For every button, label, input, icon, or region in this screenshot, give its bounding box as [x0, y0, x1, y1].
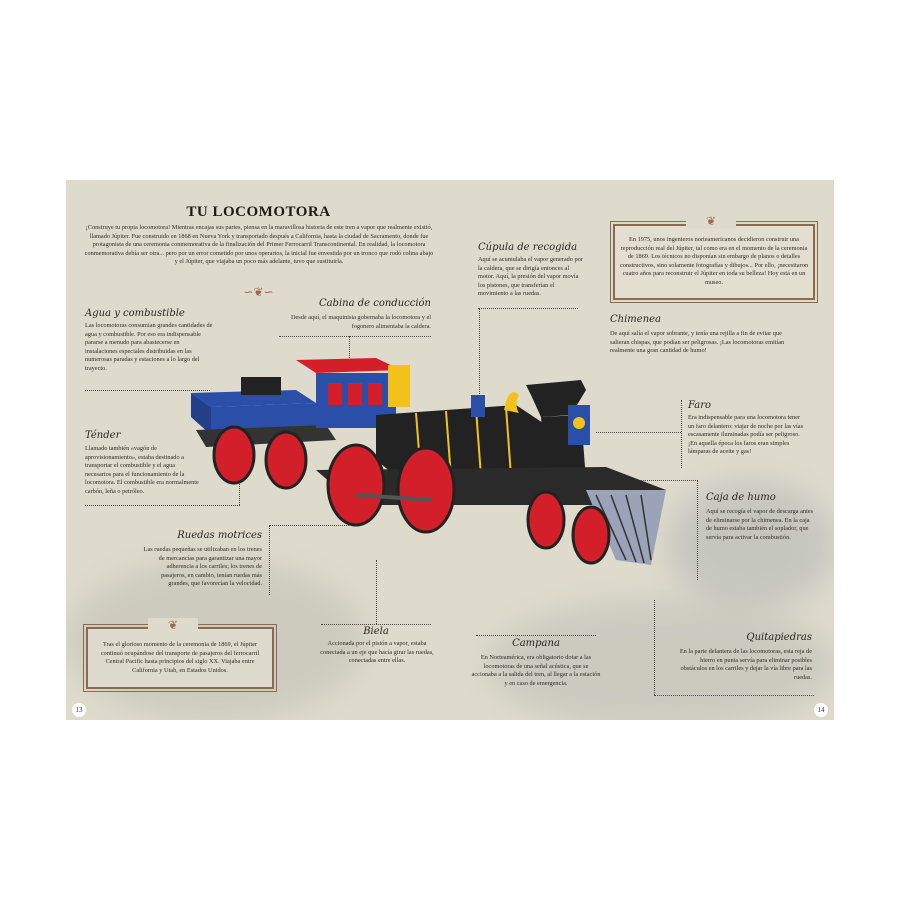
- bell: [504, 392, 519, 413]
- ornament-icon: ❦: [686, 214, 736, 229]
- info-box-left: Tras el glorioso momento de la ceremonia…: [83, 623, 277, 693]
- heading-chimenea: Chimenea: [610, 314, 662, 325]
- text-cupula: Aquí se acumulaba el vapor generado por …: [478, 256, 583, 298]
- tender-deck: [191, 390, 316, 407]
- ornament-icon: ∽❦∽: [243, 285, 274, 299]
- heading-faro: Faro: [688, 400, 712, 411]
- page-number-left: 13: [72, 703, 86, 717]
- intro-text: ¡Construye tu propia locomotora! Mientra…: [84, 224, 434, 266]
- steam-dome: [471, 395, 485, 417]
- page-number-right: 14: [814, 703, 828, 717]
- cowcatcher: [586, 490, 666, 565]
- heading-quitapiedras: Quitapiedras: [746, 632, 812, 643]
- heading-biela: Biela: [363, 626, 389, 637]
- heading-ruedas: Ruedas motrices: [177, 530, 262, 541]
- heading-cabina: Cabina de conducción: [318, 298, 431, 309]
- ornament-icon: ❦: [148, 618, 198, 633]
- text-faro: Era indispensable para una locomotora te…: [688, 414, 804, 456]
- text-campana: En Norteamérica, era obligatorio dotar a…: [471, 654, 601, 687]
- info-box-right: En 1975, unos ingenieros norteamericanos…: [610, 221, 818, 303]
- text-biela: Accionada por el pistón a vapor, estaba …: [320, 640, 434, 665]
- text-ruedas: Las ruedas pequeñas se utilizaban en los…: [143, 546, 262, 588]
- text-caja: Aquí se recogía el vapor de descarga ant…: [706, 508, 814, 541]
- info-box-right-text: En 1975, unos ingenieros norteamericanos…: [620, 236, 808, 286]
- book-spread: TU LOCOMOTORA ¡Construye tu propia locom…: [66, 180, 834, 720]
- text-cabina: Desde aquí, el maquinista gobernaba la l…: [290, 314, 431, 330]
- text-tender: Llamado también «vagón de aprovisionamie…: [85, 445, 199, 495]
- cab-roof: [296, 358, 401, 373]
- heading-tender: Ténder: [85, 430, 121, 441]
- heading-caja: Caja de humo: [706, 492, 776, 503]
- tender-coal-box: [241, 377, 281, 395]
- heading-agua: Agua y combustible: [85, 308, 185, 319]
- connecting-rod: [355, 493, 432, 502]
- wheels: [212, 425, 611, 565]
- text-chimenea: De aquí salía el vapor sobrante, y tenía…: [610, 330, 785, 355]
- text-agua: Las locomotoras consumían grandes cantid…: [85, 322, 213, 372]
- page-title: TU LOCOMOTORA: [186, 204, 331, 220]
- info-box-left-text: Tras el glorioso momento de la ceremonia…: [100, 641, 260, 674]
- heading-campana: Campana: [512, 638, 560, 649]
- text-quitapiedras: En la parte delantera de las locomotoras…: [679, 648, 812, 681]
- locomotive-illustration: [191, 358, 666, 565]
- heading-cupula: Cúpula de recogida: [478, 242, 578, 253]
